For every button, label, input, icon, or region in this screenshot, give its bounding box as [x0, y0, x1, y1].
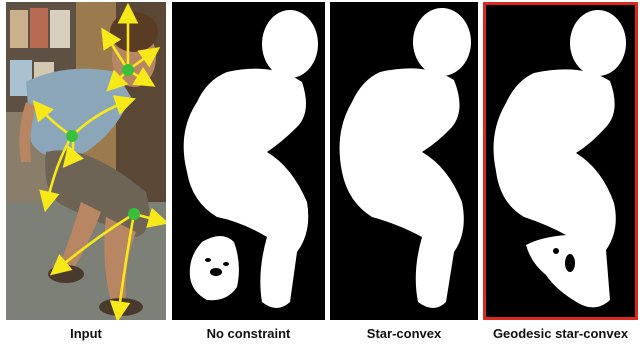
seed-point-torso: [66, 130, 78, 142]
geodesic-star-convex-mask-panel: [483, 2, 638, 320]
label-input: Input: [6, 326, 166, 344]
star-convex-mask-panel: [330, 2, 478, 320]
label-no-constraint: No constraint: [172, 326, 325, 344]
seed-point-knee: [128, 208, 140, 220]
star-convex-mask: [330, 2, 478, 320]
input-image-panel: [6, 2, 166, 320]
no-constraint-mask-panel: [172, 2, 325, 320]
input-photo: [6, 2, 166, 320]
no-constraint-mask: [172, 2, 325, 320]
geodesic-star-convex-mask: [486, 5, 635, 317]
label-geodesic-star-convex: Geodesic star-convex: [483, 326, 638, 344]
label-star-convex: Star-convex: [330, 326, 478, 344]
seed-point-head: [122, 64, 134, 76]
